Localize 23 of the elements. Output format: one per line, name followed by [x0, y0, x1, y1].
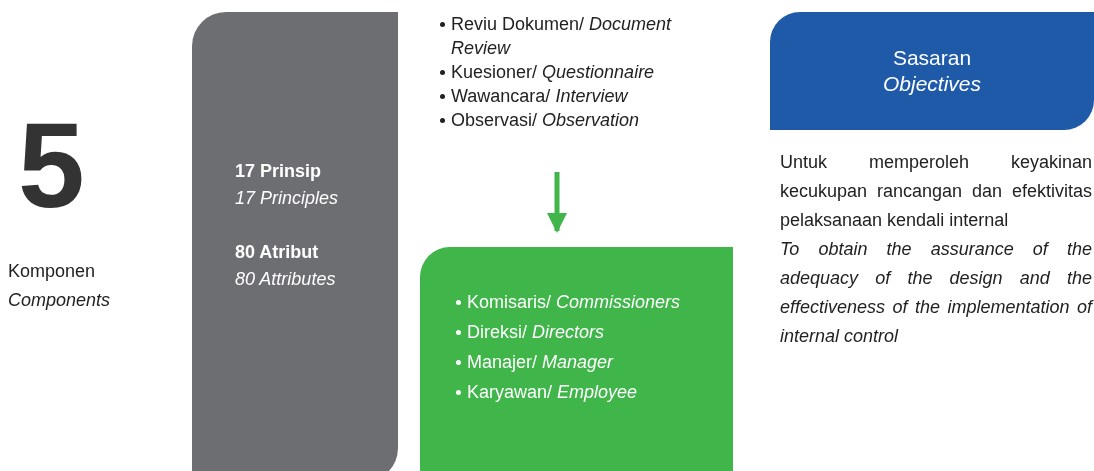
respondent-box: [420, 247, 733, 471]
arrow: [547, 172, 567, 233]
panel-text: 80 Atribut: [235, 241, 320, 264]
panel-text: 17 Prinsip: [235, 160, 323, 183]
bullet-item: Manajer/ Manager: [467, 351, 614, 374]
component-label: Komponen: [8, 260, 96, 283]
bullet-item: Observasi/ Observation: [451, 109, 640, 132]
box-title: Objectives: [882, 71, 981, 97]
box-title: Sasaran: [892, 45, 972, 71]
panel-text: 17 Principles: [235, 187, 340, 210]
bullet-item: Direksi/ Directors: [467, 321, 605, 344]
bullet-item: Komisaris/ Commissioners: [467, 291, 681, 314]
principles-panel: [192, 12, 398, 471]
bullet-item: Kuesioner/ Questionnaire: [451, 61, 655, 84]
bullet-item: Karyawan/ Employee: [467, 381, 638, 404]
description-text: Untuk memperoleh keyakinan kecukupan rancangan dan efektivitas pelaksanaan kendali internal: [780, 151, 1092, 232]
objective-box: [770, 12, 1094, 130]
big-number: 5: [18, 105, 85, 225]
component-label: Components: [8, 289, 111, 312]
panel-text: 80 Attributes: [235, 268, 337, 291]
bullet-item: Wawancara/ Interview: [451, 85, 628, 108]
description-text: To obtain the assurance of the adequacy of the design and the effectiveness of the implementation of internal control: [780, 238, 1092, 348]
bullet-item: Reviu Dokumen/ Document Review: [451, 13, 673, 60]
